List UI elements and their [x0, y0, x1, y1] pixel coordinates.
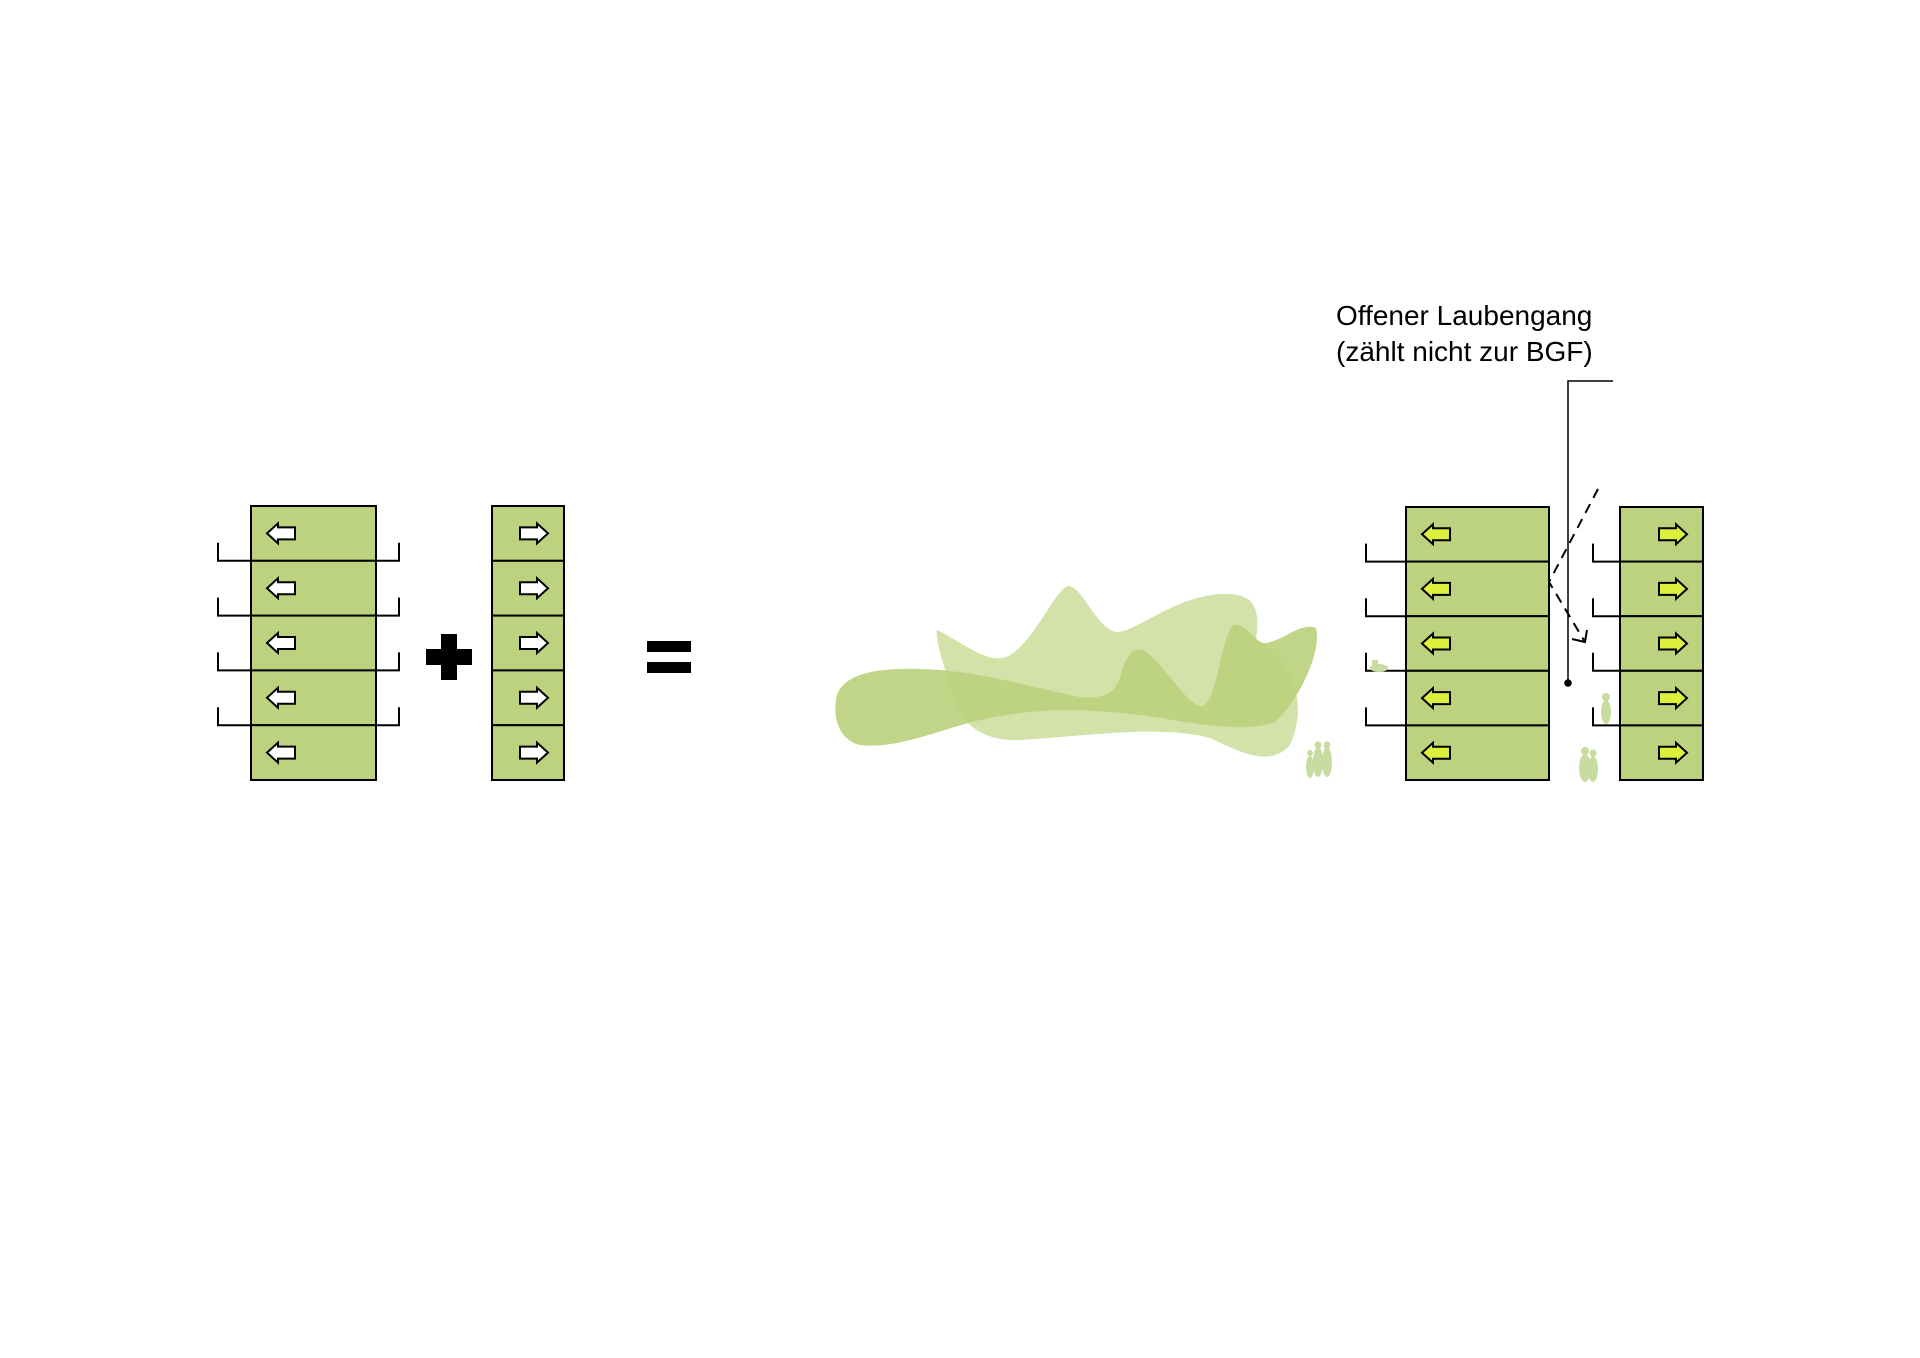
- landscape-blob-graphic: [835, 585, 1317, 757]
- floor-unit: [1619, 560, 1704, 618]
- balcony-bracket: [1592, 543, 1620, 563]
- floor-unit: [1405, 669, 1550, 727]
- arrow-right-icon: [1658, 685, 1689, 711]
- annotation-line-2: (zählt nicht zur BGF): [1336, 336, 1593, 367]
- arrow-left-icon: [1420, 685, 1451, 711]
- arrow-left-icon: [265, 630, 296, 656]
- arrow-right-icon: [519, 575, 550, 601]
- balcony-bracket: [1365, 652, 1406, 672]
- balcony-bracket: [376, 597, 400, 617]
- floor-unit: [1619, 724, 1704, 782]
- floor-unit: [1619, 506, 1704, 563]
- floor-unit: [1619, 669, 1704, 727]
- floor-unit: [491, 669, 565, 727]
- floor-unit: [1405, 724, 1550, 782]
- balcony-bracket: [376, 652, 400, 672]
- arrow-right-icon: [519, 740, 550, 765]
- floor-unit: [1405, 615, 1550, 672]
- floor-unit: [1405, 560, 1550, 618]
- people-silhouettes-landscape: [1306, 741, 1332, 778]
- left-narrow-block-group: [491, 505, 565, 782]
- arrow-left-icon: [265, 521, 296, 546]
- arrow-left-icon: [265, 575, 296, 601]
- balcony-bracket: [1365, 598, 1406, 618]
- balcony-bracket: [217, 542, 251, 562]
- floor-unit: [250, 505, 377, 562]
- floor-unit: [491, 724, 565, 782]
- floor-unit: [1619, 615, 1704, 672]
- leader-line: [1564, 380, 1613, 687]
- balcony-bracket: [376, 707, 400, 727]
- circulation-dashed-arrow: [1547, 488, 1599, 644]
- arrow-left-icon: [265, 685, 296, 711]
- arrow-right-icon: [1658, 522, 1689, 547]
- balcony-bracket: [1365, 707, 1406, 727]
- right-wide-block-group: [1365, 506, 1550, 782]
- annotation-label: Offener Laubengang (zählt nicht zur BGF): [1336, 298, 1593, 370]
- floor-unit: [1405, 506, 1550, 563]
- arrow-left-icon: [1420, 576, 1451, 602]
- arrow-left-icon: [265, 740, 296, 765]
- plus-icon: [426, 634, 472, 680]
- right-narrow-block-group: [1592, 506, 1704, 782]
- balcony-bracket: [1592, 598, 1620, 618]
- arrow-right-icon: [1658, 631, 1689, 656]
- arrow-right-icon: [1658, 576, 1689, 602]
- arrow-right-icon: [519, 685, 550, 711]
- arrow-right-icon: [519, 521, 550, 546]
- arrow-right-icon: [1658, 740, 1689, 765]
- arrow-left-icon: [1420, 631, 1451, 656]
- balcony-bracket: [1365, 543, 1406, 563]
- floor-unit: [250, 669, 377, 727]
- floor-unit: [250, 614, 377, 672]
- balcony-bracket: [1592, 652, 1620, 672]
- floor-unit: [250, 724, 377, 782]
- floor-unit: [491, 559, 565, 617]
- balcony-bracket: [217, 652, 251, 672]
- floor-unit: [250, 559, 377, 617]
- people-silhouettes-gallery: [1370, 660, 1611, 782]
- left-wide-block-group: [217, 505, 400, 782]
- floor-unit: [491, 505, 565, 562]
- arrow-right-icon: [519, 630, 550, 656]
- equals-icon: [647, 641, 691, 673]
- annotation-line-1: Offener Laubengang: [1336, 300, 1593, 331]
- balcony-bracket: [376, 542, 400, 562]
- balcony-bracket: [217, 597, 251, 617]
- blob-dark: [835, 624, 1317, 746]
- balcony-bracket: [217, 707, 251, 727]
- arrow-left-icon: [1420, 522, 1451, 547]
- balcony-bracket: [1592, 707, 1620, 727]
- floor-unit: [491, 614, 565, 672]
- arrow-left-icon: [1420, 740, 1451, 765]
